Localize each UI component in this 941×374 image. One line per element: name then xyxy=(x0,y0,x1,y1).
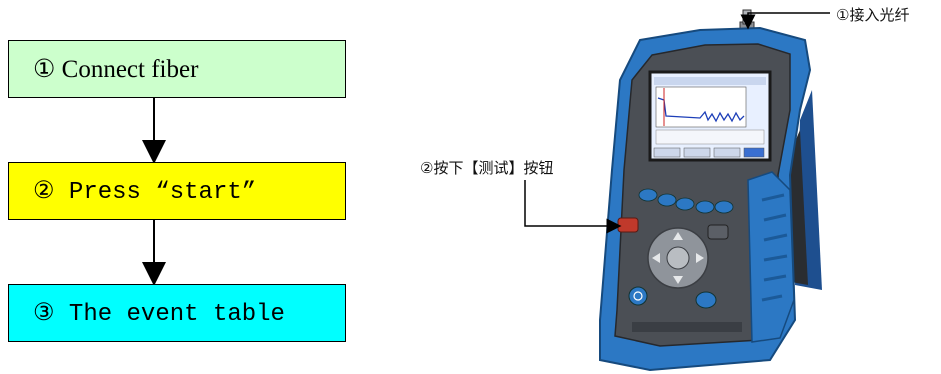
flow-step-event-table: ③ The event table xyxy=(8,284,346,342)
key-right xyxy=(714,200,734,214)
key-f3 xyxy=(695,200,715,214)
callout-leader-start xyxy=(524,180,622,234)
key-f2 xyxy=(675,197,695,211)
callout-connect-fiber: ①接入光纤 xyxy=(836,6,910,24)
enter-button xyxy=(695,291,717,309)
callout-leader-fiber xyxy=(740,12,830,30)
otdr-trace xyxy=(657,97,745,123)
flow-step-label: ① Connect fiber xyxy=(33,56,199,83)
nav-center-button xyxy=(666,246,690,270)
key-left xyxy=(638,188,658,202)
flow-step-label: ③ The event table xyxy=(33,301,285,328)
power-button xyxy=(628,286,648,306)
model-label-band xyxy=(632,322,742,332)
callout-press-test-button: ②按下【测试】按钮 xyxy=(420,159,554,177)
flow-step-press-start: ② Press “start” xyxy=(8,162,346,220)
key-f1 xyxy=(657,193,677,207)
flow-step-label: ② Press “start” xyxy=(33,179,257,206)
mode-button xyxy=(707,224,729,240)
flow-step-connect-fiber: ① Connect fiber xyxy=(8,40,346,98)
